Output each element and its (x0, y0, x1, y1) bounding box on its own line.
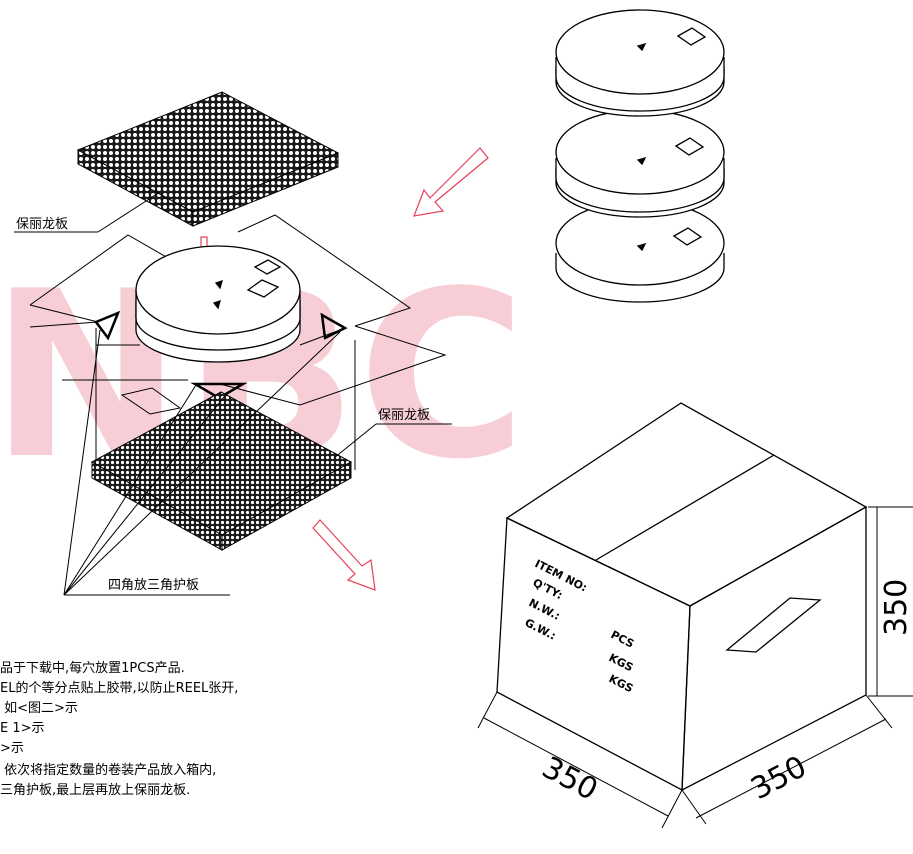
arrow-to-carton-icon (312, 519, 376, 591)
top-foam-board (76, 91, 340, 227)
reel-stack (555, 9, 725, 303)
note-line: 依次将指定数量的卷装产品放入箱内, (0, 763, 217, 778)
stamp-unit-pcs: PCS (609, 628, 637, 651)
stamp-unit-kgs-1: KGS (607, 651, 636, 674)
note-line: 三角护板,最上层再放上保丽龙板. (0, 783, 191, 798)
dimension-lines (477, 506, 913, 829)
corner-protector-leaders (63, 329, 341, 596)
note-line: EL的个等分点贴上胶带,以防止REEL张开, (0, 681, 239, 696)
stamp-unit-kgs-2: KGS (607, 672, 636, 695)
top-protector-label: 保丽龙板 (16, 217, 68, 232)
dim-depth: 350 (745, 749, 812, 807)
bottom-protector-label: 保丽龙板 (378, 408, 430, 423)
open-carton (29, 214, 447, 470)
corner-protector-label: 四角放三角护板 (108, 578, 199, 593)
note-line: 如<图二>示 (0, 701, 78, 716)
top-foam-leader (14, 191, 161, 233)
reel-in-box (135, 245, 301, 363)
dim-height: 350 (879, 579, 913, 636)
bottom-foam-leader (333, 423, 452, 459)
dim-width: 350 (536, 750, 603, 808)
note-line: E 1>示 (0, 721, 45, 736)
note-line: 品于下载中,每穴放置1PCS产品. (0, 661, 185, 676)
note-line: >示 (0, 741, 24, 756)
arrow-into-box-icon (413, 147, 489, 217)
